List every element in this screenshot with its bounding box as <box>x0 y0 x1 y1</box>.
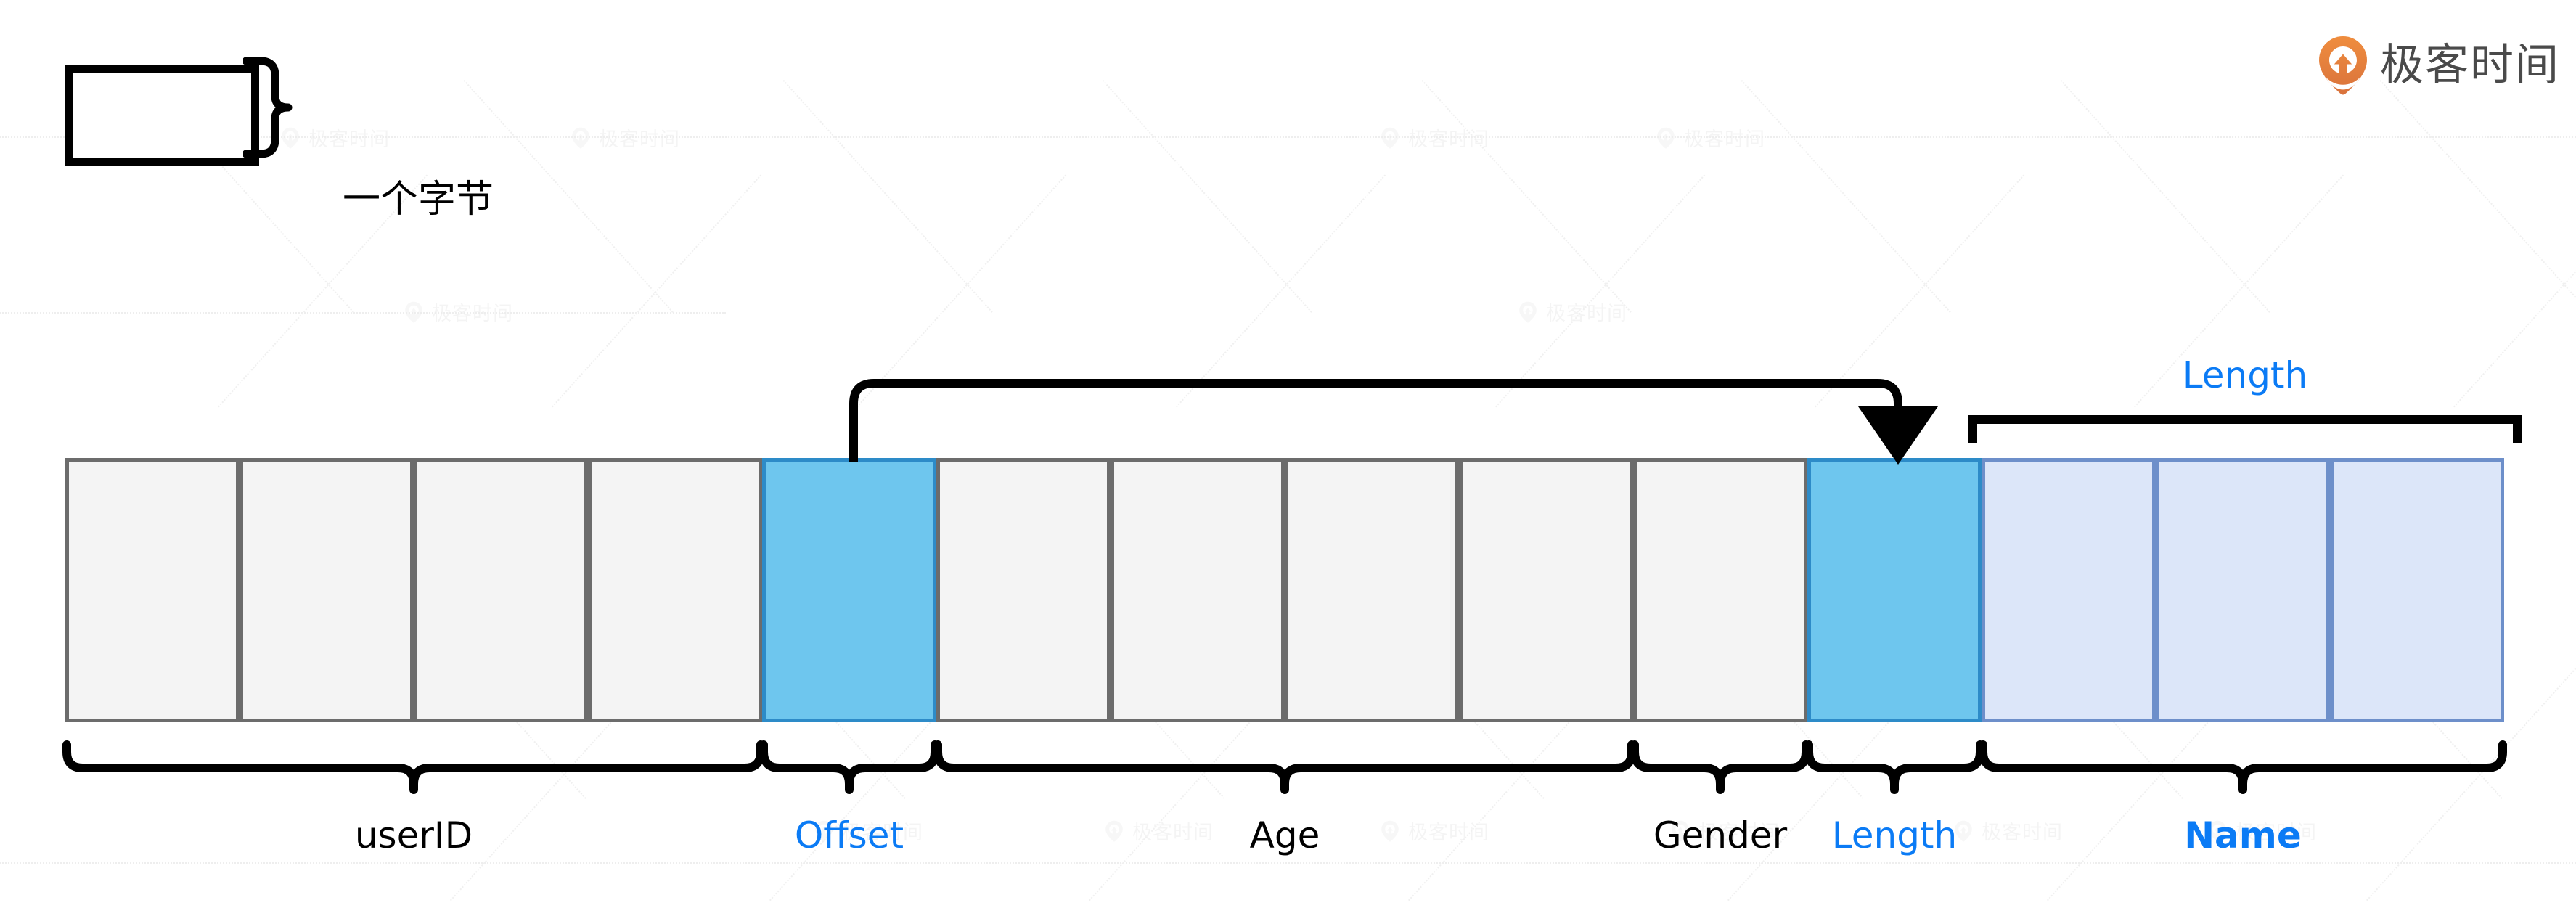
location-pin-icon <box>1379 127 1401 149</box>
legend-label: 一个字节 <box>343 178 494 221</box>
byte-strip <box>65 458 2504 722</box>
location-pin-icon <box>403 301 425 323</box>
location-pin-icon <box>1655 127 1677 149</box>
watermark-diagonal <box>1741 80 1951 313</box>
byte-cell <box>1459 458 1633 722</box>
watermark-diagonal <box>1495 174 1706 408</box>
watermark-diagonal <box>782 80 993 313</box>
field-brace <box>62 740 765 794</box>
field-label: Offset <box>794 814 904 856</box>
field-segment <box>65 458 762 722</box>
watermark-diagonal <box>1102 80 1312 313</box>
watermark-diagonal <box>2060 80 2270 313</box>
field-label: Length <box>1831 814 1958 856</box>
location-pin-icon <box>570 127 592 149</box>
field-segment <box>1982 458 2504 722</box>
byte-cell <box>2156 458 2330 722</box>
field-braces <box>62 740 2507 794</box>
watermark-diagonal <box>2453 174 2576 408</box>
watermark: 极客时间 <box>403 298 513 326</box>
field-segment <box>762 458 936 722</box>
location-pin-icon <box>2316 35 2370 96</box>
watermark: 极客时间 <box>1655 123 1765 152</box>
field-brace <box>759 740 939 794</box>
location-pin-icon <box>1379 820 1401 842</box>
watermark-rule <box>0 862 2576 864</box>
byte-cell <box>936 458 1111 722</box>
location-pin-icon <box>1517 301 1539 323</box>
geekbang-logo: 极客时间 <box>2316 35 2560 96</box>
field-brace <box>933 740 1636 794</box>
byte-cell <box>588 458 762 722</box>
field-segment <box>1807 458 1982 722</box>
field-brace <box>1804 740 1984 794</box>
logo-text: 极客时间 <box>2380 40 2560 91</box>
byte-cell <box>762 458 936 722</box>
byte-cell <box>65 458 240 722</box>
byte-cell <box>1982 458 2156 722</box>
field-label: Gender <box>1653 814 1788 856</box>
byte-cell <box>2330 458 2504 722</box>
byte-cell <box>414 458 588 722</box>
watermark: 极客时间 <box>279 123 390 152</box>
byte-cell <box>240 458 414 722</box>
watermark-rule <box>0 312 726 314</box>
watermark: 极客时间 <box>1517 298 1627 326</box>
legend-brace <box>242 57 294 162</box>
byte-box <box>65 65 259 166</box>
field-label: Age <box>1249 814 1320 856</box>
byte-cell <box>1807 458 1982 722</box>
watermark: 极客时间 <box>1103 817 1214 845</box>
watermark-diagonal <box>1815 174 2025 408</box>
watermark-diagonal <box>463 80 674 313</box>
watermark-rule <box>0 136 2576 138</box>
watermark-diagonal <box>1421 80 1632 313</box>
byte-cell <box>1111 458 1285 722</box>
top-length-label: Length <box>2182 354 2308 396</box>
field-brace <box>1630 740 1810 794</box>
watermark-diagonal <box>1176 174 1386 408</box>
watermark-diagonal <box>856 174 1067 408</box>
field-brace <box>1979 740 2507 794</box>
watermark: 极客时间 <box>1953 817 2063 845</box>
field-segment <box>1633 458 1807 722</box>
field-label: userID <box>354 814 473 856</box>
location-pin-icon <box>1103 820 1125 842</box>
name-length-bracket <box>1968 411 2522 448</box>
watermark: 极客时间 <box>570 123 680 152</box>
watermark: 极客时间 <box>1379 123 1489 152</box>
field-segment <box>936 458 1633 722</box>
watermark-diagonal <box>2379 80 2576 313</box>
byte-cell <box>1285 458 1459 722</box>
watermark-diagonal <box>552 174 762 408</box>
byte-cell <box>1633 458 1807 722</box>
watermark: 极客时间 <box>1379 817 1489 845</box>
field-label: Name <box>2184 814 2302 856</box>
